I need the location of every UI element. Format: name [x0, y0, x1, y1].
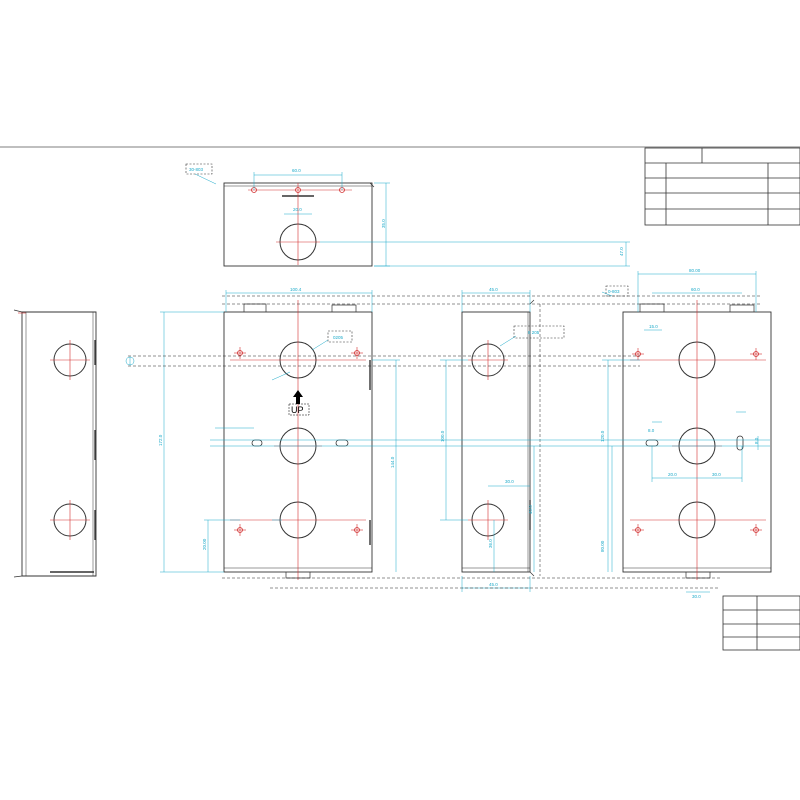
mid-low-label: 80.00 — [600, 540, 605, 552]
front-inner-label: 144.0 — [390, 456, 395, 468]
up-marker-label: UP — [291, 405, 304, 415]
projection-lines — [128, 295, 760, 589]
detail-tag-top — [185, 163, 213, 175]
front-height-label: 172.0 — [158, 434, 163, 446]
title-block-top — [644, 147, 800, 226]
front-bottom-label: 20.00 — [202, 538, 207, 550]
detail-tag-right-text: 0-803 — [608, 289, 620, 294]
right-small-label: 15.0 — [649, 324, 658, 329]
front-view: UP 0205 100.4 172.0 144.0 20.00 — [158, 287, 400, 580]
side-width-label: 45.0 — [489, 287, 498, 292]
top-view: 60.0 20.0 35.0 47.0 30-803 — [185, 163, 630, 267]
left-side-view — [13, 309, 97, 578]
right-bottom-label: 30.0 — [692, 594, 701, 599]
detail-tag-front-text: 0205 — [333, 335, 344, 340]
title-block-bottom — [722, 595, 800, 651]
detail-tag-side — [513, 325, 565, 339]
right-slot-b-label: 30.0 — [712, 472, 721, 477]
right-slot-a-label: 20.0 — [668, 472, 677, 477]
top-height-label: 35.0 — [381, 219, 386, 228]
left-side-outline — [21, 311, 97, 577]
right-inner-label: 60.0 — [691, 287, 700, 292]
detail-tag-side-text: 8 205 — [528, 330, 540, 335]
up-arrow-icon — [293, 390, 303, 404]
top-width-label: 60.0 — [292, 168, 301, 173]
side-height-label: 100.0 — [440, 430, 445, 442]
top-inner-label: 20.0 — [293, 207, 302, 212]
right-slot-h-label: 8.0 — [648, 428, 655, 433]
detail-tag-top-text: 30-803 — [189, 167, 204, 172]
side-view: 8 205 45.0 30.0 100.0 40.0 45.0 36.0 — [440, 287, 565, 592]
right-view: 0-803 80.00 60.0 15.0 20.0 30.0 8.0 8.0 … — [600, 268, 772, 599]
side-bottom-width-label: 45.0 — [489, 582, 498, 587]
side-hole-spacing-label: 30.0 — [505, 479, 514, 484]
top-offset-label: 47.0 — [619, 247, 624, 256]
side-left-h-label: 36.0 — [488, 539, 493, 548]
right-side-v-label: 8.0 — [754, 437, 759, 444]
side-view-outline — [461, 311, 531, 573]
right-width-label: 80.00 — [689, 268, 701, 273]
up-marker: UP — [288, 390, 310, 416]
side-depth-label: 40.0 — [528, 505, 533, 514]
detail-tag-front — [327, 330, 353, 343]
mid-height-label: 120.0 — [600, 430, 605, 442]
front-width-label: 100.4 — [290, 287, 302, 292]
